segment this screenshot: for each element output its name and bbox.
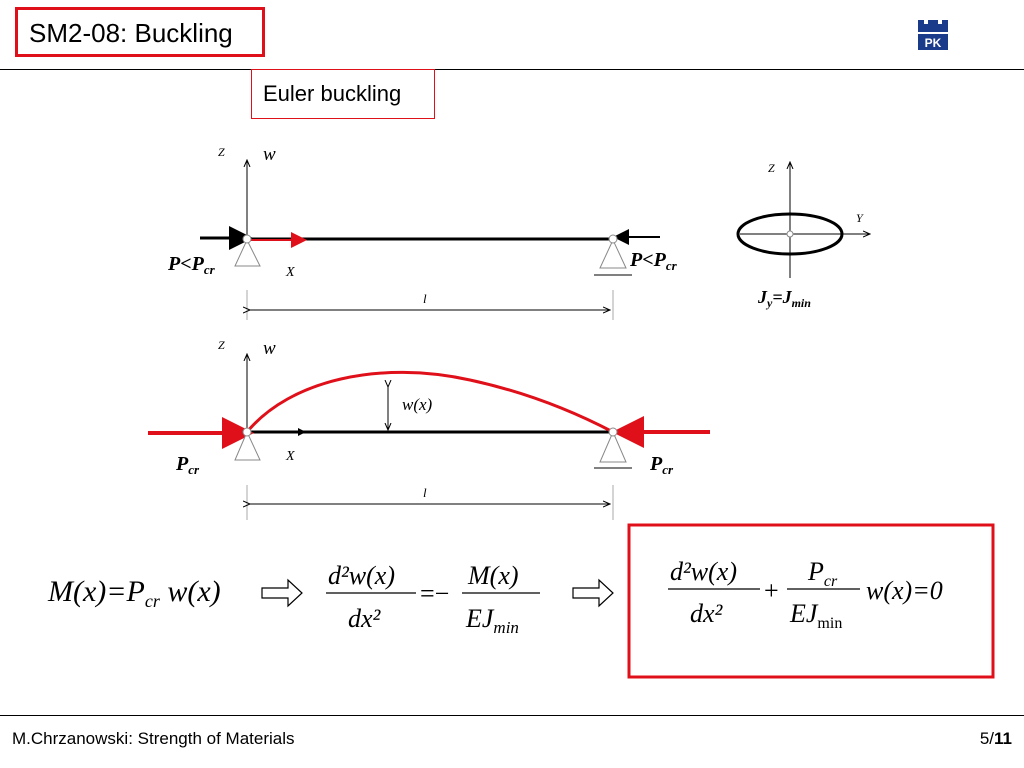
eq2-rhs-denominator: EJmin <box>465 604 519 637</box>
equations: M(x)=Pcr w(x) d²w(x) dx² =− M(x) EJmin <box>47 561 614 637</box>
top-support-right <box>599 238 627 269</box>
bottom-length-label: l <box>423 485 427 500</box>
top-beam-diagram: Z w X l P<Pcr P<Pcr <box>167 144 678 320</box>
eq1: M(x)=Pcr w(x) <box>47 575 221 611</box>
bottom-load-left-label: Pcr <box>175 453 200 477</box>
bottom-beam-diagram: w(x) Z w X l Pcr Pcr <box>148 338 710 520</box>
cs-moment-label: Jy=Jmin <box>757 287 811 310</box>
implies-arrow-2 <box>572 578 614 608</box>
header-divider <box>0 69 1024 70</box>
footer-author: M.Chrzanowski: Strength of Materials <box>12 729 295 748</box>
eq3-plus: + <box>764 576 779 605</box>
eq2-numerator: d²w(x) <box>328 561 395 590</box>
eq3-frac-numerator: Pcr <box>807 557 838 590</box>
bottom-support-right <box>599 430 627 463</box>
cs-axis-y-label: Y <box>856 211 864 225</box>
deflection-label: w(x) <box>402 395 433 414</box>
eq3-numerator: d²w(x) <box>670 557 737 586</box>
result-box <box>627 523 995 679</box>
top-pin-left <box>242 234 252 244</box>
page-number: 5/11 <box>979 729 1012 748</box>
top-length-label: l <box>423 291 427 306</box>
buckled-shape <box>245 370 614 434</box>
section-title-box: Euler buckling <box>251 69 435 119</box>
top-pin-right <box>608 234 618 244</box>
top-axis-w-label: w <box>263 144 276 165</box>
bottom-pin-right <box>608 427 618 437</box>
bottom-pin-left <box>242 427 252 437</box>
eq3-frac-denominator: EJmin <box>789 599 842 632</box>
cs-axis-z-label: Z <box>768 161 775 175</box>
bottom-axis-x-label: X <box>285 449 295 464</box>
pk-logo: PK <box>916 18 950 52</box>
eq3-denominator: dx² <box>690 599 724 628</box>
eq2-denominator: dx² <box>348 604 382 633</box>
top-support-left <box>234 238 261 267</box>
cs-ellipse <box>736 212 844 256</box>
eq2-sign: =− <box>420 579 449 608</box>
cross-section: Z Y Jy=Jmin <box>736 161 870 310</box>
footer-divider <box>0 715 1024 716</box>
bottom-load-right-label: Pcr <box>649 453 674 477</box>
implies-arrow-1 <box>261 578 303 608</box>
top-load-left-label: P<Pcr <box>167 253 216 277</box>
slide-title-box: SM2-08: Buckling <box>15 7 265 57</box>
top-load-right-label: P<Pcr <box>629 249 678 273</box>
bottom-axis-z-label: Z <box>218 338 225 352</box>
logo-text: PK <box>925 36 942 50</box>
bottom-support-left <box>234 430 261 461</box>
cs-center <box>786 230 794 238</box>
top-axis-x-label: X <box>285 265 295 280</box>
eq2-rhs-numerator: M(x) <box>467 561 519 590</box>
top-axis-z-label: Z <box>218 145 225 159</box>
slide-title: SM2-08: Buckling <box>29 18 233 48</box>
section-title: Euler buckling <box>263 81 402 106</box>
eq3-tail: w(x)=0 <box>866 576 943 605</box>
bottom-axis-w-label: w <box>263 338 276 359</box>
result-equation: d²w(x) dx² + Pcr EJmin w(x)=0 <box>668 557 943 632</box>
